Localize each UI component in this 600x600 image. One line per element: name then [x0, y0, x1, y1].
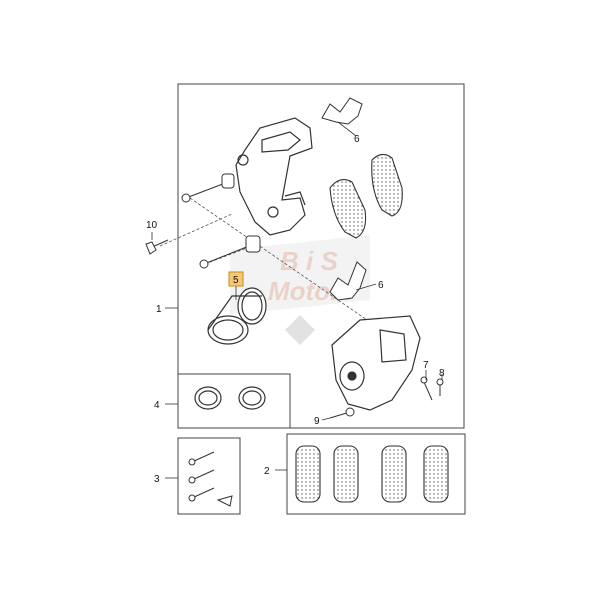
seal-kit-rings	[194, 386, 266, 410]
caliper-housing	[331, 315, 421, 411]
callout-9: 9	[314, 416, 320, 427]
guide-pin-kit-parts	[188, 451, 233, 507]
bolt-10	[145, 239, 169, 255]
watermark-line1: B i S	[280, 246, 338, 276]
callout-6-lower: 6	[378, 280, 384, 291]
callout-4: 4	[154, 400, 160, 411]
guide-pin-lower	[199, 235, 261, 269]
anti-rattle-clip-upper	[321, 97, 363, 125]
callout-1: 1	[156, 304, 162, 315]
seal-kit-frame	[177, 373, 291, 429]
callout-8: 8	[439, 368, 445, 379]
callout-5: 5	[233, 275, 239, 286]
callout-7: 7	[423, 360, 429, 371]
callout-5-highlight	[228, 271, 244, 287]
brake-pad-kit-pads	[295, 445, 449, 503]
caliper-bracket	[235, 117, 313, 236]
bleeder-screw-7	[420, 376, 433, 401]
guide-pin-upper	[181, 173, 235, 203]
callout-2: 2	[264, 466, 270, 477]
main-assembly-frame	[177, 83, 465, 429]
callout-leaders	[151, 121, 443, 479]
callout-3: 3	[154, 474, 160, 485]
callout-6-upper: 6	[354, 134, 360, 145]
bolt-9	[329, 407, 355, 419]
brake-pads-main	[329, 153, 403, 239]
anti-rattle-clip-lower	[329, 261, 367, 301]
assembly-guide-lines	[159, 197, 371, 323]
callout-10: 10	[146, 220, 158, 231]
guide-pin-kit-frame	[177, 437, 241, 515]
dust-cap-8	[436, 378, 444, 396]
brake-pad-kit-frame	[286, 433, 466, 515]
caliper-piston	[207, 287, 267, 345]
